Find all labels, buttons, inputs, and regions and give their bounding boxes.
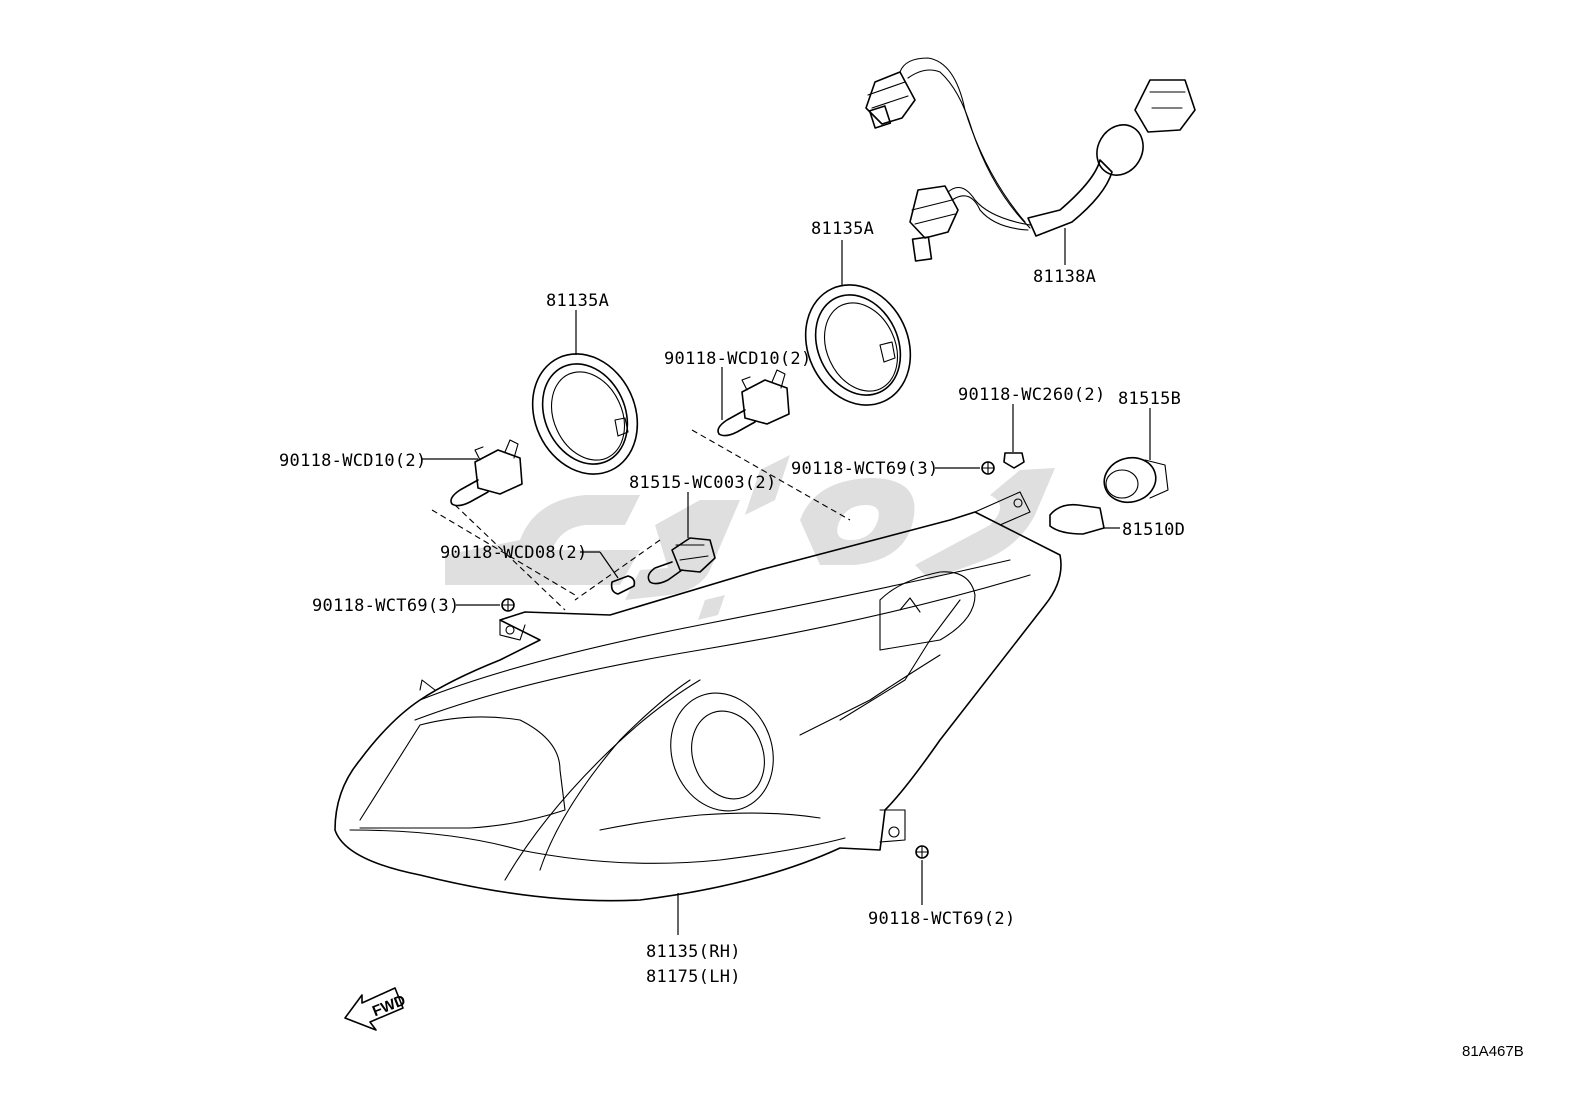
label-ring-right: 81135A (811, 219, 874, 239)
label-ring-left: 81135A (546, 291, 609, 311)
label-headlamp-lh: 81175(LH) (646, 967, 741, 987)
wiring-harness-81138A (865, 57, 1196, 265)
retaining-ring-left (531, 310, 639, 475)
label-socket-81515B: 81515B (1118, 389, 1181, 409)
wedge-bulb-wcd08 (580, 551, 636, 595)
bulb-socket-wc003 (647, 492, 716, 585)
screw-right-upper (935, 461, 995, 475)
label-clip-wc260: 90118-WC260(2) (958, 385, 1106, 405)
label-headlamp-rh: 81135(RH) (646, 942, 741, 962)
label-wedge-bulb-wcd08: 90118-WCD08(2) (440, 543, 588, 563)
label-screw-right-upper: 90118-WCT69(3) (791, 459, 939, 479)
h4-bulb-center (717, 367, 790, 437)
label-h4-bulb-center: 90118-WCD10(2) (664, 349, 812, 369)
socket-81515B (1103, 408, 1169, 504)
label-bulb-81510D: 81510D (1122, 520, 1185, 540)
assembly-dashed-lines (431, 429, 851, 611)
diagram-reference-code: 81A467B (1462, 1043, 1524, 1060)
bulb-81510D (1049, 503, 1120, 535)
screw-left (456, 598, 515, 612)
label-screw-left: 90118-WCT69(3) (312, 596, 460, 616)
label-harness-81138A: 81138A (1033, 267, 1096, 287)
label-socket-wc003: 81515-WC003(2) (629, 473, 777, 493)
headlamp-assembly (334, 491, 1062, 935)
watermark-logo (445, 455, 1055, 620)
h4-bulb-left (422, 439, 523, 507)
screw-bottom (915, 845, 929, 905)
retaining-ring-right (804, 240, 912, 406)
fwd-direction-indicator: FWD (344, 987, 408, 1031)
clip-wc260 (1003, 404, 1025, 469)
label-screw-bottom: 90118-WCT69(2) (868, 909, 1016, 929)
label-h4-bulb-left: 90118-WCD10(2) (279, 451, 427, 471)
